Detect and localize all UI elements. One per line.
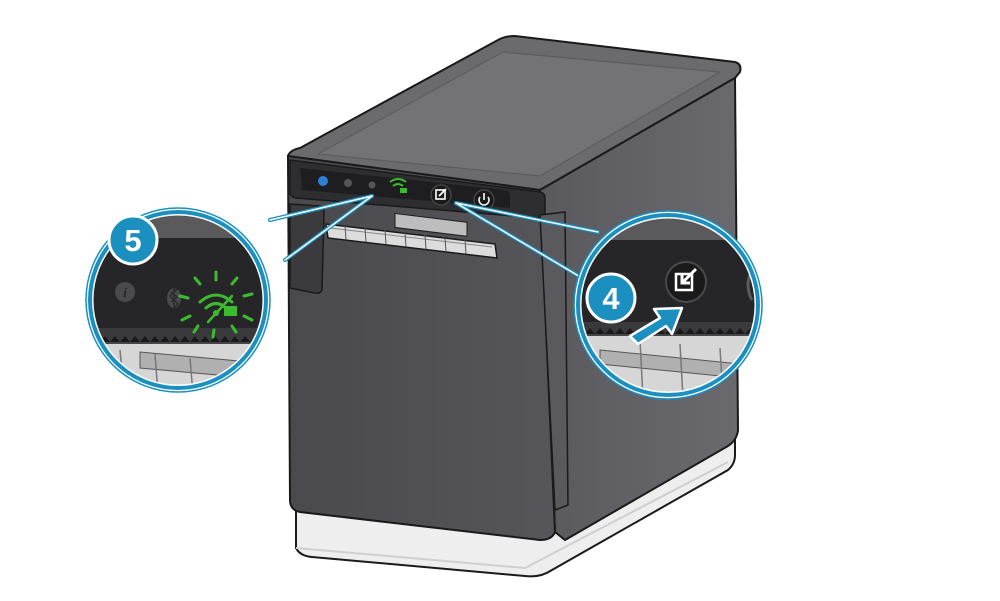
printer-base	[295, 418, 736, 578]
bluetooth-icon	[368, 181, 376, 189]
wifi-icon	[389, 178, 407, 193]
bluetooth-icon	[167, 287, 181, 310]
step-badge-4: 4	[585, 272, 637, 324]
info-icon: i	[115, 282, 135, 302]
svg-text:i: i	[123, 286, 127, 301]
info-icon	[344, 179, 352, 187]
step-badge-5-label: 5	[124, 223, 141, 258]
callout-connectors	[268, 194, 600, 280]
feed-button-icon[interactable]	[665, 261, 707, 303]
wifi-icon	[178, 270, 254, 339]
step-badge-4-label: 4	[602, 281, 620, 316]
left-latch	[289, 203, 325, 294]
feed-button-icon[interactable]	[430, 184, 452, 206]
paper-exit-slot	[325, 212, 498, 259]
press-arrow-icon	[628, 306, 684, 346]
power-led-icon	[318, 176, 328, 186]
step-badge-5: 5	[107, 214, 159, 266]
